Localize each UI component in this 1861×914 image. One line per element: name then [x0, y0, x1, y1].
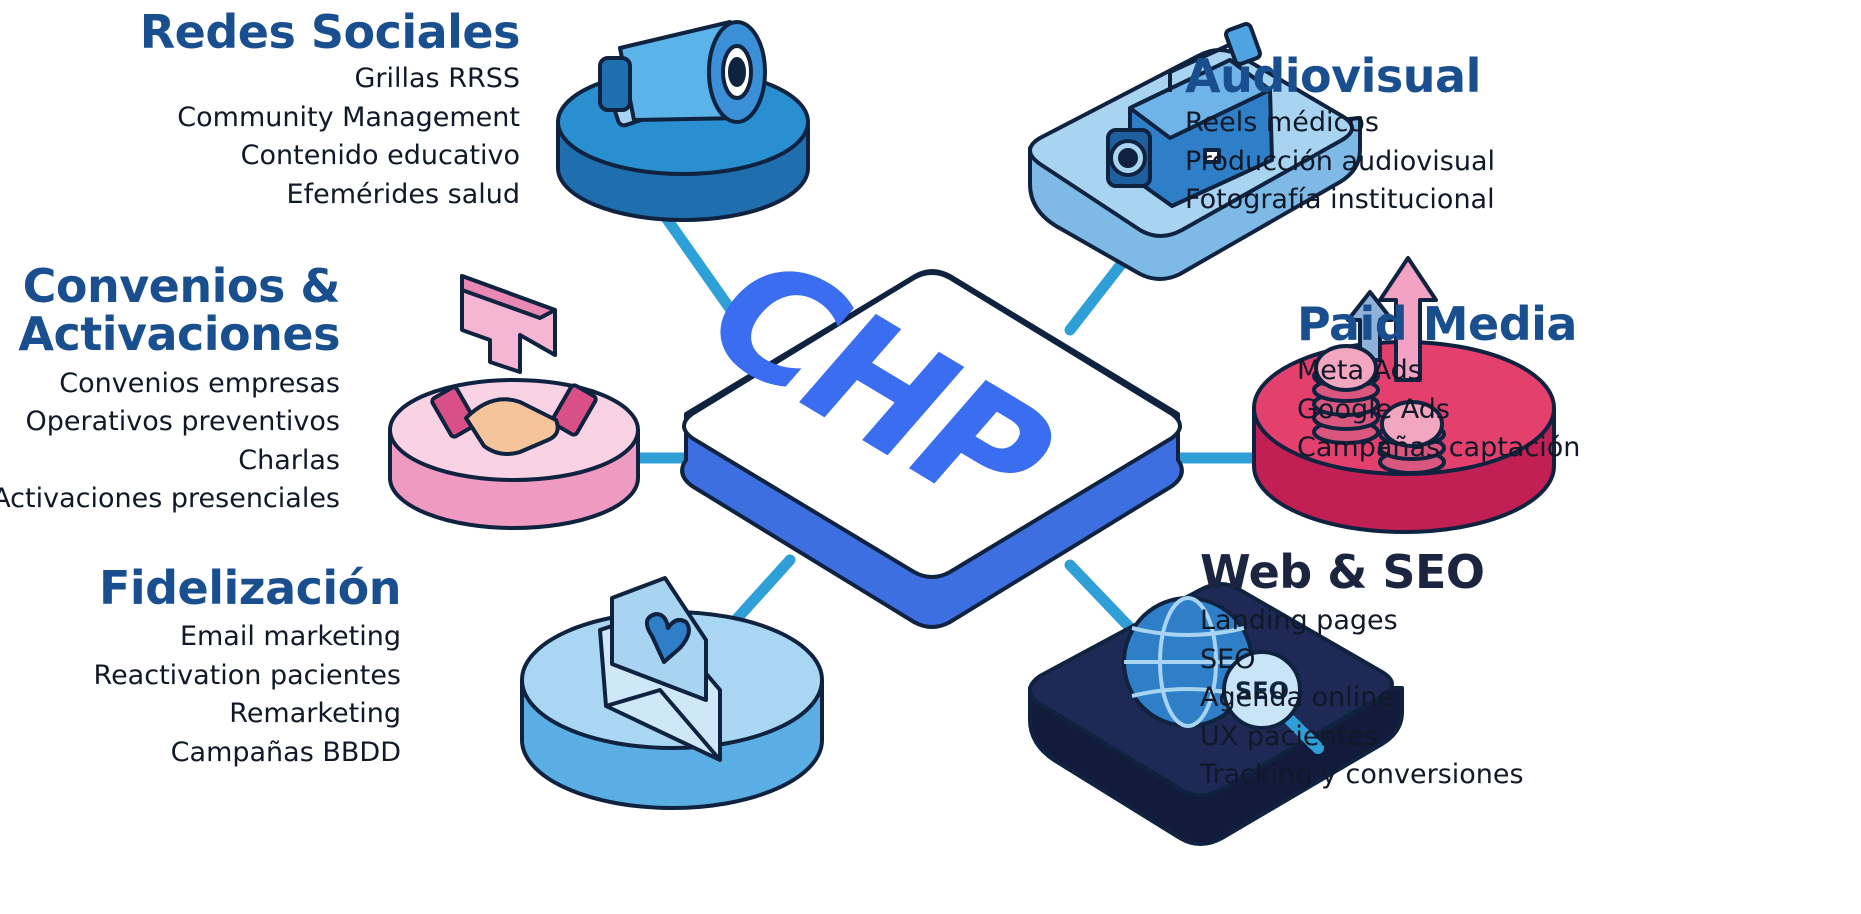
heart-envelope-icon — [598, 576, 722, 762]
list-item: Campañas captación — [1297, 432, 1581, 464]
video-camera-icon — [1106, 22, 1274, 208]
list-item: Fotografía institucional — [1185, 184, 1495, 216]
handshake-icon — [430, 274, 598, 456]
list-item: Meta Ads — [1297, 355, 1422, 387]
list-item: Remarketing — [229, 698, 401, 730]
list-item: Email marketing — [179, 621, 401, 653]
convenios-title: Convenios & Activaciones — [0, 262, 340, 359]
list-item: Activaciones presenciales — [0, 483, 340, 515]
list-item: UX pacientes — [1200, 720, 1378, 752]
web-title: Web & SEO — [1200, 545, 1485, 599]
list-item: Tracking y conversiones — [1200, 759, 1524, 791]
audiovisual-title: Audiovisual — [1185, 49, 1481, 103]
list-item: Community Management — [177, 101, 520, 133]
hub-top — [682, 271, 1182, 579]
list-item: Charlas — [238, 444, 340, 476]
convenios-title-line-1: Convenios & — [22, 259, 341, 313]
redes-block: Redes Sociales Grillas RRSS Community Ma… — [139, 5, 521, 214]
list-item: Reels médicos — [1185, 107, 1379, 139]
hub-platform — [680, 269, 1184, 629]
seo-badge-text: SEO — [1235, 677, 1289, 705]
audiovisual-block: Audiovisual Reels médicos Producción aud… — [1185, 52, 1495, 220]
paid-list: Meta Ads Google Ads Campañas captación — [1297, 352, 1580, 468]
list-item: Google Ads — [1297, 393, 1450, 425]
globe-seo-icon — [1122, 596, 1324, 754]
convenios-list: Convenios empresas Operativos preventivo… — [0, 365, 340, 519]
convenios-title-line-2: Activaciones — [18, 307, 340, 362]
fidelizacion-list: Email marketing Reactivation pacientes R… — [94, 618, 401, 772]
list-item: Convenios empresas — [59, 367, 340, 399]
list-item: Landing pages — [1200, 605, 1398, 637]
list-item: Contenido educativo — [240, 140, 520, 172]
fidelizacion-block: Fidelización Email marketing Reactivatio… — [94, 561, 402, 772]
paid-block: Paid Media Meta Ads Google Ads Campañas … — [1297, 300, 1580, 468]
list-item: SEO — [1200, 643, 1256, 675]
list-item: Efemérides salud — [286, 178, 520, 210]
redes-title: Redes Sociales — [139, 5, 521, 59]
megaphone-icon — [598, 20, 767, 128]
paid-title: Paid Media — [1297, 297, 1577, 351]
convenios-block: Convenios & Activaciones Convenios empre… — [0, 262, 340, 519]
web-block: Web & SEO Landing pages SEO Agenda onlin… — [1200, 548, 1524, 795]
redes-list: Grillas RRSS Community Management Conten… — [140, 60, 520, 214]
coins-arrows-icon — [1312, 256, 1446, 475]
list-item: Producción audiovisual — [1185, 145, 1496, 177]
list-item: Campañas BBDD — [170, 736, 401, 768]
web-list: Landing pages SEO Agenda online UX pacie… — [1200, 602, 1524, 795]
list-item: Agenda online — [1200, 682, 1394, 714]
list-item: Reactivation pacientes — [93, 659, 401, 691]
list-item: Grillas RRSS — [354, 63, 520, 95]
fidelizacion-title: Fidelización — [98, 561, 402, 615]
audiovisual-list: Reels médicos Producción audiovisual Fot… — [1185, 104, 1495, 220]
list-item: Operativos preventivos — [25, 406, 341, 438]
